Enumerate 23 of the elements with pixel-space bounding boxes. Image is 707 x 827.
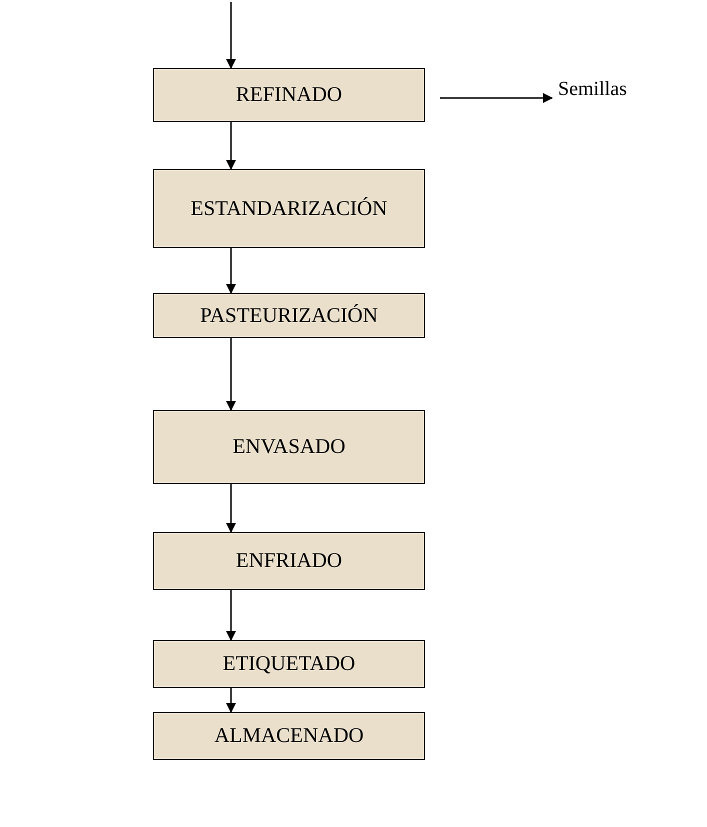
arrow <box>226 590 236 641</box>
step-label: REFINADO <box>236 81 342 108</box>
step-label: ALMACENADO <box>214 722 364 750</box>
process-box <box>153 68 425 122</box>
arrow <box>226 688 236 713</box>
arrow <box>226 2 236 69</box>
arrow <box>226 248 236 294</box>
step-label: ENVASADO <box>232 433 346 460</box>
process-box <box>153 532 425 590</box>
arrow <box>440 93 553 103</box>
output-label: Semillas <box>558 74 627 104</box>
step-label: ENFRIADO <box>236 547 342 574</box>
arrow <box>226 122 236 170</box>
step-label: ETIQUETADO <box>222 650 356 678</box>
process-box <box>153 640 425 688</box>
process-box <box>153 293 425 338</box>
arrow <box>226 484 236 533</box>
step-label: PASTEURIZACIÓN <box>200 302 378 329</box>
arrow <box>226 338 236 411</box>
process-box <box>153 169 425 248</box>
step-label: ESTANDARIZACIÓN <box>190 194 388 222</box>
process-box <box>153 410 425 484</box>
process-box <box>153 712 425 760</box>
